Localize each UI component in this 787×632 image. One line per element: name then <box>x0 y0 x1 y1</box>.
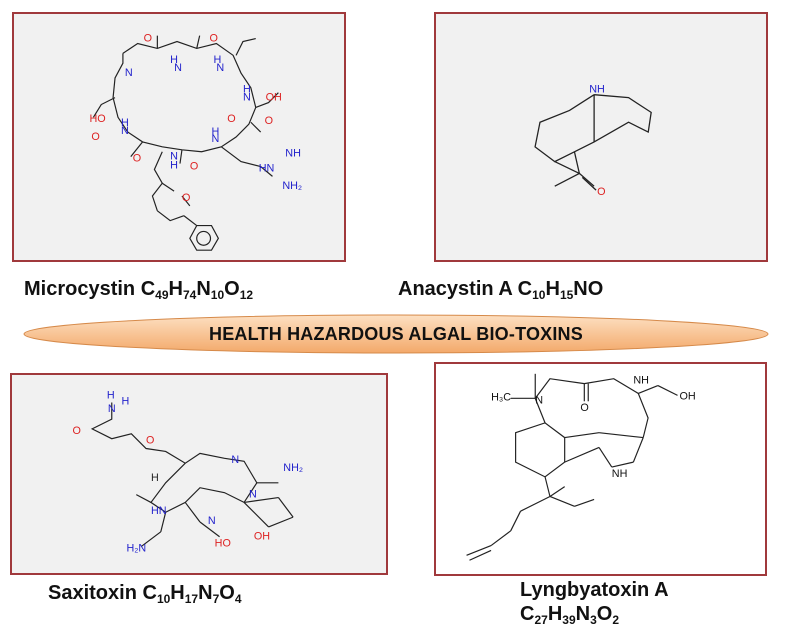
atom-n: N <box>211 133 219 145</box>
atom-n: N <box>170 151 178 163</box>
atom-oh: OH <box>266 92 282 104</box>
anacystin-caption: Anacystin A C10H15NO <box>398 278 603 302</box>
atom-n: N <box>216 62 224 74</box>
atom-o: O <box>146 435 154 447</box>
atom-nh2: NH₂ <box>282 180 302 192</box>
saxitoxin-caption: Saxitoxin C10H17N7O4 <box>48 582 242 606</box>
atom-n: N <box>174 62 182 74</box>
saxitoxin-formula: C10H17N7O4 <box>142 582 242 606</box>
atom-h: H <box>151 472 159 484</box>
banner-title: HEALTH HAZARDOUS ALGAL BIO-TOXINS <box>209 323 583 344</box>
atom-h: H <box>122 395 130 407</box>
atom-ho: HO <box>215 538 231 550</box>
lyngbyatoxin-structure: H₃C N NH OH O NH <box>466 373 696 561</box>
atom-o: O <box>133 153 141 165</box>
atom-h2n: H₂N <box>126 542 146 554</box>
microcystin-structure: N H N N H N H N H N H N H HN NH NH₂ O O … <box>89 33 302 251</box>
atom-h3c: H₃C <box>491 391 511 403</box>
atom-o: O <box>265 115 273 127</box>
atom-nh: NH <box>633 375 649 387</box>
atom-h: H <box>107 390 115 402</box>
lyngbyatoxin-formula: C27H39N3O2 <box>520 603 620 627</box>
atom-o: O <box>597 186 605 198</box>
atom-n: N <box>108 403 116 415</box>
atom-nh: NH <box>285 148 301 160</box>
microcystin-caption: Microcystin C49H74N10O12 <box>24 278 253 302</box>
atom-o: O <box>91 131 99 143</box>
atom-n: N <box>249 489 257 501</box>
atom-oh: OH <box>679 390 695 402</box>
atom-o: O <box>182 192 190 204</box>
microcystin-formula: C49H74N10O12 <box>140 278 254 302</box>
atom-o: O <box>73 425 81 437</box>
atom-n: N <box>243 92 251 104</box>
anacystin-formula: C10H15NO <box>517 278 604 302</box>
atom-h: H <box>243 84 251 96</box>
atom-h: H <box>170 159 178 171</box>
atom-o: O <box>210 33 218 45</box>
atom-h: H <box>211 126 219 138</box>
atom-n: N <box>125 67 133 79</box>
atom-nh2: NH₂ <box>283 462 303 474</box>
lyngbyatoxin-structure-panel: H₃C N NH OH O NH <box>434 362 767 576</box>
atom-ho: HO <box>89 113 105 125</box>
atom-h: H <box>213 54 221 66</box>
anacystin-name: Anacystin A <box>398 278 513 300</box>
atom-h: H <box>170 54 178 66</box>
atom-n: N <box>208 515 216 527</box>
microcystin-structure-panel: N H N N H N H N H N H N H HN NH NH₂ O O … <box>12 12 346 262</box>
atom-hn: HN <box>259 162 275 174</box>
atom-o: O <box>190 160 198 172</box>
saxitoxin-structure-panel: H N H N NH₂ N HN H₂N N O O HO OH H <box>10 373 388 575</box>
atom-n: N <box>121 125 129 137</box>
anacystin-structure: NH O <box>534 84 652 198</box>
atom-o: O <box>580 402 588 414</box>
lyngbyatoxin-caption: Lyngbyatoxin A C27H39N3O2 <box>520 578 669 632</box>
banner-ellipse <box>23 314 769 354</box>
atom-nh: NH <box>589 84 605 96</box>
atom-nh: NH <box>612 468 628 480</box>
saxitoxin-name: Saxitoxin <box>48 582 137 604</box>
saxitoxin-structure: H N H N NH₂ N HN H₂N N O O HO OH H <box>73 390 303 555</box>
atom-o: O <box>144 33 152 45</box>
atom-hn: HN <box>151 505 167 517</box>
atom-oh: OH <box>254 531 270 543</box>
anacystin-structure-panel: NH O <box>434 12 768 262</box>
atom-h: H <box>121 117 129 129</box>
atom-o: O <box>227 113 235 125</box>
microcystin-name: Microcystin <box>24 278 136 300</box>
atom-n: N <box>231 454 239 466</box>
lyngbyatoxin-name: Lyngbyatoxin A <box>520 579 669 601</box>
atom-n: N <box>535 394 543 406</box>
title-banner: HEALTH HAZARDOUS ALGAL BIO-TOXINS <box>20 313 772 355</box>
